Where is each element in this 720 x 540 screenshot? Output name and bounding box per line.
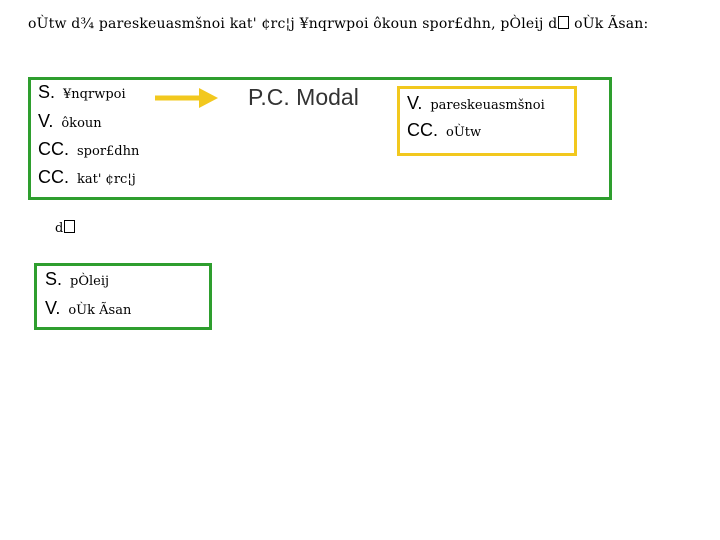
verb-tag: V. bbox=[407, 93, 423, 113]
greek-sentence: oÙtw d¾ pareskeuasmšnoi kat' ¢rc¦j ¥nqrw… bbox=[28, 16, 648, 32]
main-row-cc-2: CC. kat' ¢rc¦j bbox=[38, 167, 136, 188]
main-row-cc-1: CC. spor£dhn bbox=[38, 139, 139, 160]
main-clause-box bbox=[28, 77, 612, 200]
verb-value: ôkoun bbox=[61, 116, 102, 131]
sentence-start: oÙtw d¾ pareskeuasmšnoi kat' ¢rc¦j ¥nqrw… bbox=[28, 16, 558, 32]
main-row-subject: S. ¥nqrwpoi bbox=[38, 82, 126, 103]
verb-value: pareskeuasmšnoi bbox=[430, 98, 545, 113]
second-clause-box bbox=[34, 263, 212, 330]
connector: d bbox=[55, 220, 76, 236]
second-row-verb: V. oÙk Ãsan bbox=[45, 298, 131, 319]
cc-value: oÙtw bbox=[446, 125, 482, 140]
second-row-subject: S. pÒleij bbox=[45, 269, 109, 290]
verb-tag: V. bbox=[38, 111, 54, 131]
subject-tag: S. bbox=[38, 82, 56, 102]
missing-glyph-icon bbox=[64, 220, 76, 233]
right-arrow-icon bbox=[155, 88, 218, 108]
sentence-end: oÙk Ãsan: bbox=[574, 16, 649, 32]
verb-value: oÙk Ãsan bbox=[68, 303, 132, 318]
modal-participle-box bbox=[397, 86, 577, 156]
cc-tag: CC. bbox=[407, 120, 438, 140]
subject-value: ¥nqrwpoi bbox=[63, 87, 126, 102]
connector-text: d bbox=[55, 221, 64, 236]
main-row-verb: V. ôkoun bbox=[38, 111, 102, 132]
cc-tag: CC. bbox=[38, 167, 69, 187]
verb-tag: V. bbox=[45, 298, 61, 318]
missing-glyph-icon bbox=[558, 16, 570, 29]
modal-row-cc: CC. oÙtw bbox=[407, 120, 481, 141]
cc-value: spor£dhn bbox=[77, 144, 140, 159]
modal-row-verb: V. pareskeuasmšnoi bbox=[407, 93, 545, 114]
cc-value: kat' ¢rc¦j bbox=[77, 172, 136, 187]
subject-tag: S. bbox=[45, 269, 63, 289]
cc-tag: CC. bbox=[38, 139, 69, 159]
modal-label: P.C. Modal bbox=[248, 84, 359, 110]
subject-value: pÒleij bbox=[70, 274, 110, 289]
